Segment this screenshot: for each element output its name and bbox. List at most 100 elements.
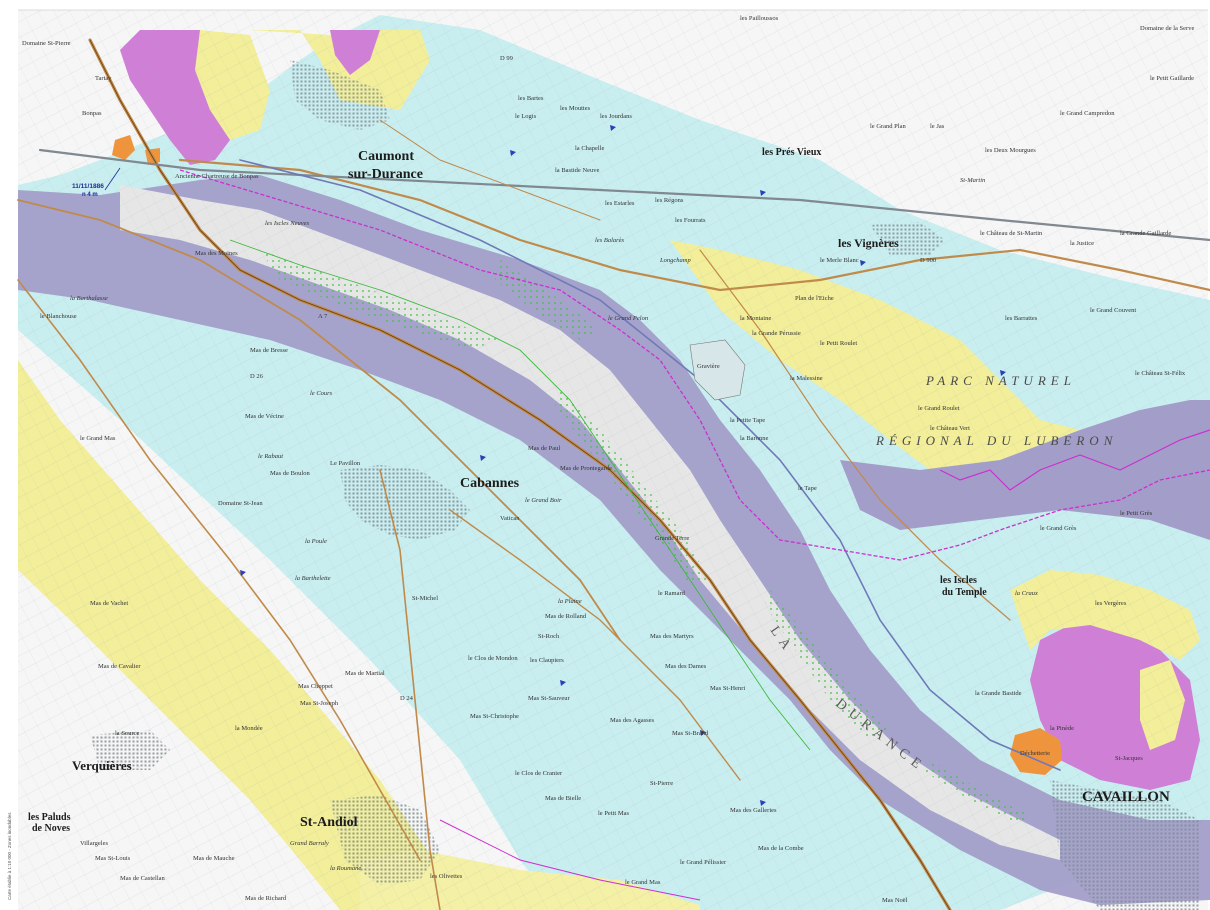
flow-arrow xyxy=(1000,370,1006,376)
place-label: Mas de la Combe xyxy=(758,845,804,852)
place-label: les Bartes xyxy=(518,95,544,102)
place-label: la Bastide Neuve xyxy=(555,167,600,174)
place-label: Mas des Galleries xyxy=(730,807,777,814)
place-label: la Poule xyxy=(305,538,327,545)
urban-caumont xyxy=(290,60,390,130)
place-label: les Pailloussos xyxy=(740,15,779,22)
place-label: Gravière xyxy=(697,363,720,370)
place-label: Mas St-Christophe xyxy=(470,713,519,720)
place-label: Mas St-Joseph xyxy=(300,700,339,707)
place-label: la Roumane xyxy=(330,865,361,872)
place-label: Mas de Cavalier xyxy=(98,663,141,670)
place-label: le Merle Blanc xyxy=(820,257,859,264)
place-label: le Grand Mas xyxy=(80,435,116,442)
place-label: Déchetterie xyxy=(1020,750,1050,757)
place-label: le Logis xyxy=(515,113,537,120)
place-label: Mas de Paul xyxy=(528,445,560,452)
town-vignerees: les Vignères xyxy=(838,236,899,250)
roads xyxy=(17,38,1210,910)
road-d24 xyxy=(379,469,441,910)
place-label: le Château de St-Martin xyxy=(980,230,1043,237)
place-label: le Château St-Félix xyxy=(1135,370,1186,377)
boundary-line-3 xyxy=(439,819,701,901)
road-d900 xyxy=(178,158,1210,292)
town-cabannes: Cabannes xyxy=(460,476,520,491)
place-label: les Vergères xyxy=(1095,600,1127,607)
flood-mark-detail: n 4 m xyxy=(82,192,98,198)
place-label: le Grand Plan xyxy=(870,123,906,130)
flow-arrow xyxy=(240,570,246,576)
place-label: Mas de Prontegarde xyxy=(560,465,612,472)
place-label: Vatican xyxy=(500,515,520,522)
place-label: le Petit Gaillarde xyxy=(1150,75,1194,82)
place-label: les Iscles Neuves xyxy=(265,220,310,227)
place-label: le Rabaut xyxy=(258,453,283,460)
flow-arrow xyxy=(480,455,486,461)
place-label: les Jourdans xyxy=(600,113,632,120)
place-label: Mas de Bielle xyxy=(545,795,581,802)
field-pattern xyxy=(18,10,1208,910)
town-iscles-2: du Temple xyxy=(942,587,987,598)
place-label: Mas des Agasses xyxy=(610,717,655,724)
place-label: la Barthelette xyxy=(295,575,331,582)
road-west xyxy=(17,279,421,861)
place-label: Mas St-Henri xyxy=(710,685,745,692)
side-strip-text: Carte établie à 1:10 000 - Zones inondab… xyxy=(7,812,12,900)
town-cavaillon: CAVAILLON xyxy=(1082,789,1170,805)
place-label: Domaine St-Jean xyxy=(218,500,263,507)
flood-mark-date: 11/11/1886 xyxy=(72,183,104,190)
place-label: Mas des Dames xyxy=(665,663,707,670)
place-label: la Baronne xyxy=(740,435,768,442)
flow-arrow xyxy=(560,680,566,686)
place-label: le Petit Grès xyxy=(1120,510,1153,517)
place-label: Bonpas xyxy=(82,110,102,117)
place-label: le Tape xyxy=(798,485,817,492)
road-north-local xyxy=(379,119,601,221)
road-label: D 900 xyxy=(920,257,936,264)
park-label-1: PARC NATUREL xyxy=(925,373,1076,388)
road-d26 xyxy=(449,509,741,781)
place-label: les Barrattes xyxy=(1005,315,1038,322)
place-label: Le Pavillon xyxy=(330,460,361,467)
place-label: la Grande Gaillarde xyxy=(1120,230,1171,237)
place-label: le Grand Campredon xyxy=(1060,110,1115,117)
place-label: Villargeles xyxy=(80,840,108,847)
place-label: Mas St-Sauveur xyxy=(528,695,571,702)
flood-mark[interactable]: 11/11/1886 n 4 m xyxy=(72,167,121,198)
place-label: le Grand Couvent xyxy=(1090,307,1136,314)
urban-cabannes xyxy=(340,465,470,540)
road-river-east xyxy=(239,159,1061,771)
place-label: Mas de Castellan xyxy=(120,875,166,882)
flow-arrow xyxy=(760,190,766,196)
town-paluds-2: de Noves xyxy=(32,823,70,834)
road-a7-inner xyxy=(89,39,951,910)
place-label: Grand Barraly xyxy=(290,840,329,847)
canal-green-1 xyxy=(229,239,811,751)
place-label: Grande Terre xyxy=(655,535,689,542)
place-label: les Régons xyxy=(655,197,684,204)
place-label: le Grand Boir xyxy=(525,497,562,504)
place-label: Domaine de la Serve xyxy=(1140,25,1194,32)
place-label: les Deux Mourgues xyxy=(985,147,1036,154)
place-label: St-Pierre xyxy=(650,780,673,787)
place-label: Mas de Mauche xyxy=(193,855,235,862)
place-label: le Grand Grès xyxy=(1040,525,1077,532)
place-label: St-Roch xyxy=(538,633,560,640)
flow-arrows xyxy=(240,125,1006,806)
urban-vignerees xyxy=(870,222,945,255)
place-label: la Plaine xyxy=(558,598,582,605)
place-label: le Petit Mas xyxy=(598,810,630,817)
rail-line xyxy=(38,148,1210,242)
place-label: le Cours xyxy=(310,390,333,397)
town-iscles-1: les Iscles xyxy=(940,575,977,586)
place-label: le Jas xyxy=(930,123,945,130)
place-label: la Justice xyxy=(1070,240,1094,247)
road-label: D 99 xyxy=(500,55,513,62)
place-label: la Malessine xyxy=(790,375,823,382)
place-label: Mas de Bresse xyxy=(250,347,288,354)
place-label: Mas des Moines xyxy=(195,250,238,257)
place-label: Mas St-Louis xyxy=(95,855,131,862)
place-label: la Pinède xyxy=(1050,725,1074,732)
place-label: Tartay xyxy=(95,75,112,82)
